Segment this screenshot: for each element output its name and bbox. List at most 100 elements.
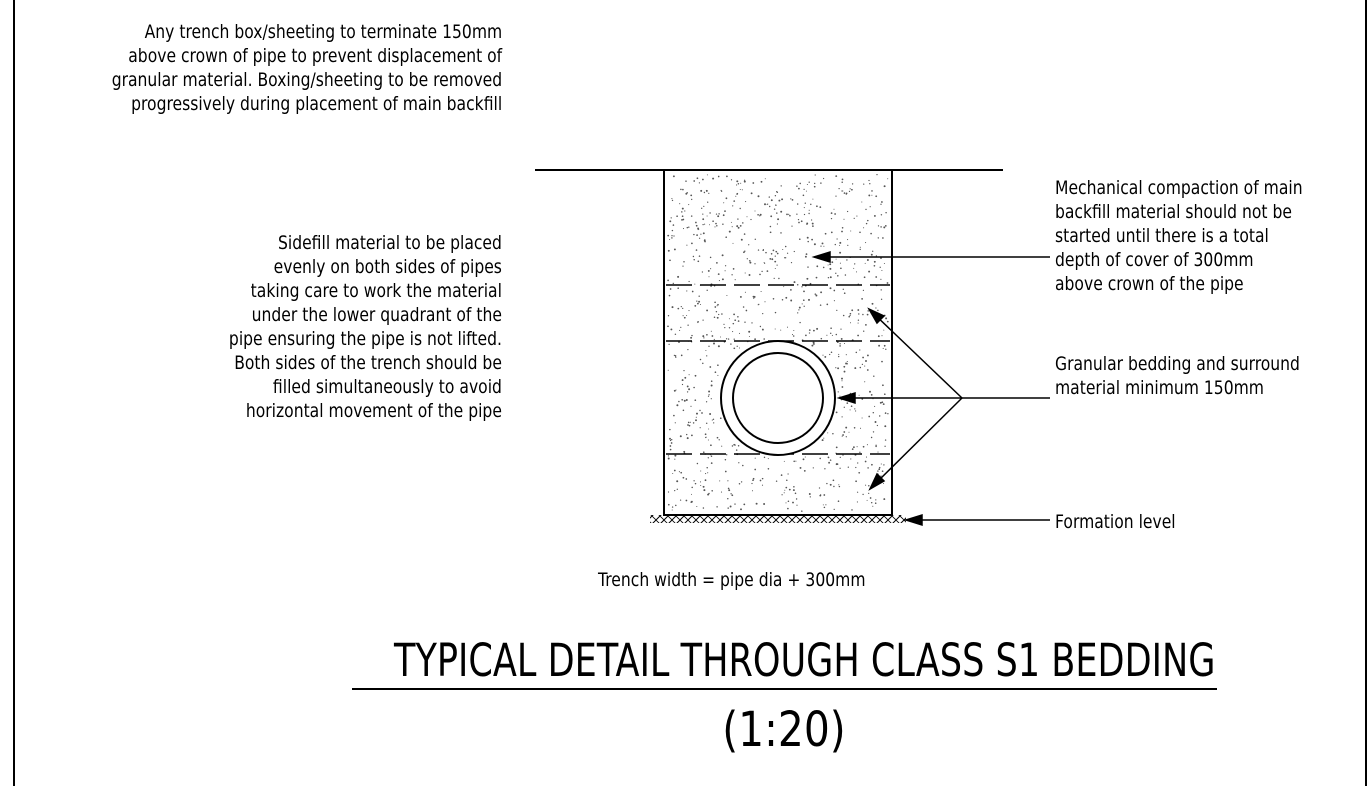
stipple-dot: [861, 363, 864, 366]
stipple-dot: [846, 210, 849, 213]
stipple-dot: [880, 278, 882, 280]
stipple-dot: [803, 470, 806, 472]
stipple-dot: [813, 329, 815, 332]
stipple-dot: [774, 311, 777, 314]
stipple-dot: [720, 336, 721, 338]
stipple-dot: [687, 348, 689, 351]
stipple-dot: [720, 189, 722, 192]
stipple-dot: [808, 298, 810, 301]
stipple-dot: [728, 230, 731, 233]
stipple-dot: [751, 322, 753, 324]
stipple-dot: [712, 220, 714, 222]
stipple-dot: [820, 337, 823, 340]
stipple-dot: [815, 294, 818, 297]
stipple-dot: [696, 462, 699, 465]
stipple-dot: [874, 405, 876, 407]
stipple-dot: [700, 233, 702, 235]
stipple-dot: [737, 444, 740, 447]
stipple-dot: [839, 262, 841, 264]
stipple-dot: [699, 409, 701, 412]
stipple-dot: [718, 439, 720, 441]
stipple-dot: [835, 446, 838, 449]
stipple-dot: [801, 303, 803, 305]
stipple-dot: [740, 508, 742, 511]
stipple-dot: [866, 369, 869, 371]
stipple-dot: [761, 270, 763, 273]
stipple-dot: [814, 293, 817, 295]
stipple-dot: [846, 259, 848, 261]
stipple-dot: [710, 268, 712, 270]
stipple-dot: [859, 246, 861, 248]
stipple-dot: [726, 294, 728, 297]
stipple-dot: [694, 374, 697, 377]
stipple-dot: [686, 191, 688, 194]
stipple-dot: [721, 445, 723, 447]
stipple-dot: [795, 498, 798, 500]
stipple-dot: [713, 338, 715, 341]
stipple-dot: [825, 504, 827, 506]
stipple-dot: [739, 295, 742, 298]
stipple-dot: [804, 202, 806, 204]
stipple-dot: [806, 277, 809, 280]
pipe-inner-wall: [732, 352, 824, 444]
stipple-dot: [877, 309, 879, 312]
stipple-dot: [690, 336, 693, 339]
stipple-dot: [732, 205, 734, 207]
stipple-dot: [780, 474, 783, 476]
stipple-dot: [674, 454, 677, 457]
stipple-dot: [859, 231, 861, 234]
stipple-dot: [705, 401, 708, 403]
stipple-dot: [839, 395, 841, 397]
stipple-dot: [808, 209, 810, 211]
stipple-dot: [682, 307, 684, 310]
stipple-dot: [839, 343, 841, 345]
stipple-dot: [829, 459, 832, 461]
stipple-dot: [882, 237, 884, 239]
stipple-dot: [816, 205, 818, 208]
stipple-dot: [671, 199, 674, 202]
stipple-dot: [780, 185, 782, 187]
stipple-dot: [682, 218, 685, 221]
stipple-dot: [752, 477, 755, 480]
stipple-dot: [835, 272, 837, 274]
stipple-dot: [763, 503, 766, 505]
stipple-dot: [783, 492, 785, 494]
stipple-dot: [841, 416, 843, 418]
stipple-dot: [736, 180, 739, 183]
stipple-dot: [798, 306, 801, 309]
stipple-dot: [838, 355, 840, 358]
stipple-dot: [810, 219, 813, 221]
stipple-dot: [884, 439, 887, 441]
stipple-dot: [690, 215, 693, 217]
stipple-dot: [862, 356, 865, 359]
stipple-dot: [827, 264, 829, 266]
stipple-dot: [869, 497, 872, 499]
stipple-dot: [869, 206, 871, 208]
granular-leaders: [836, 307, 1050, 491]
stipple-dot: [672, 224, 675, 226]
stipple-dot: [713, 342, 715, 345]
stipple-dot: [780, 210, 783, 213]
stipple-dot: [842, 454, 844, 456]
stipple-dot: [886, 282, 889, 284]
stipple-dot: [702, 485, 705, 488]
stipple-dot: [748, 244, 750, 246]
stipple-dot: [714, 226, 716, 228]
stipple-dot: [703, 240, 706, 242]
stipple-dot: [699, 427, 701, 429]
stipple-dot: [667, 249, 670, 252]
stipple-dot: [702, 223, 704, 226]
stipple-dot: [707, 439, 709, 441]
stipple-dot: [849, 322, 852, 324]
stipple-dot: [791, 334, 794, 336]
stipple-dot: [843, 406, 845, 408]
stipple-dot: [808, 329, 811, 331]
stipple-dot: [742, 306, 745, 308]
stipple-dot: [688, 388, 691, 391]
stipple-dot: [864, 262, 866, 264]
stipple-dot: [794, 492, 797, 495]
stipple-dot: [688, 204, 690, 206]
stipple-dot: [754, 338, 756, 341]
stipple-dot: [736, 225, 739, 228]
stipple-dot: [880, 257, 882, 260]
